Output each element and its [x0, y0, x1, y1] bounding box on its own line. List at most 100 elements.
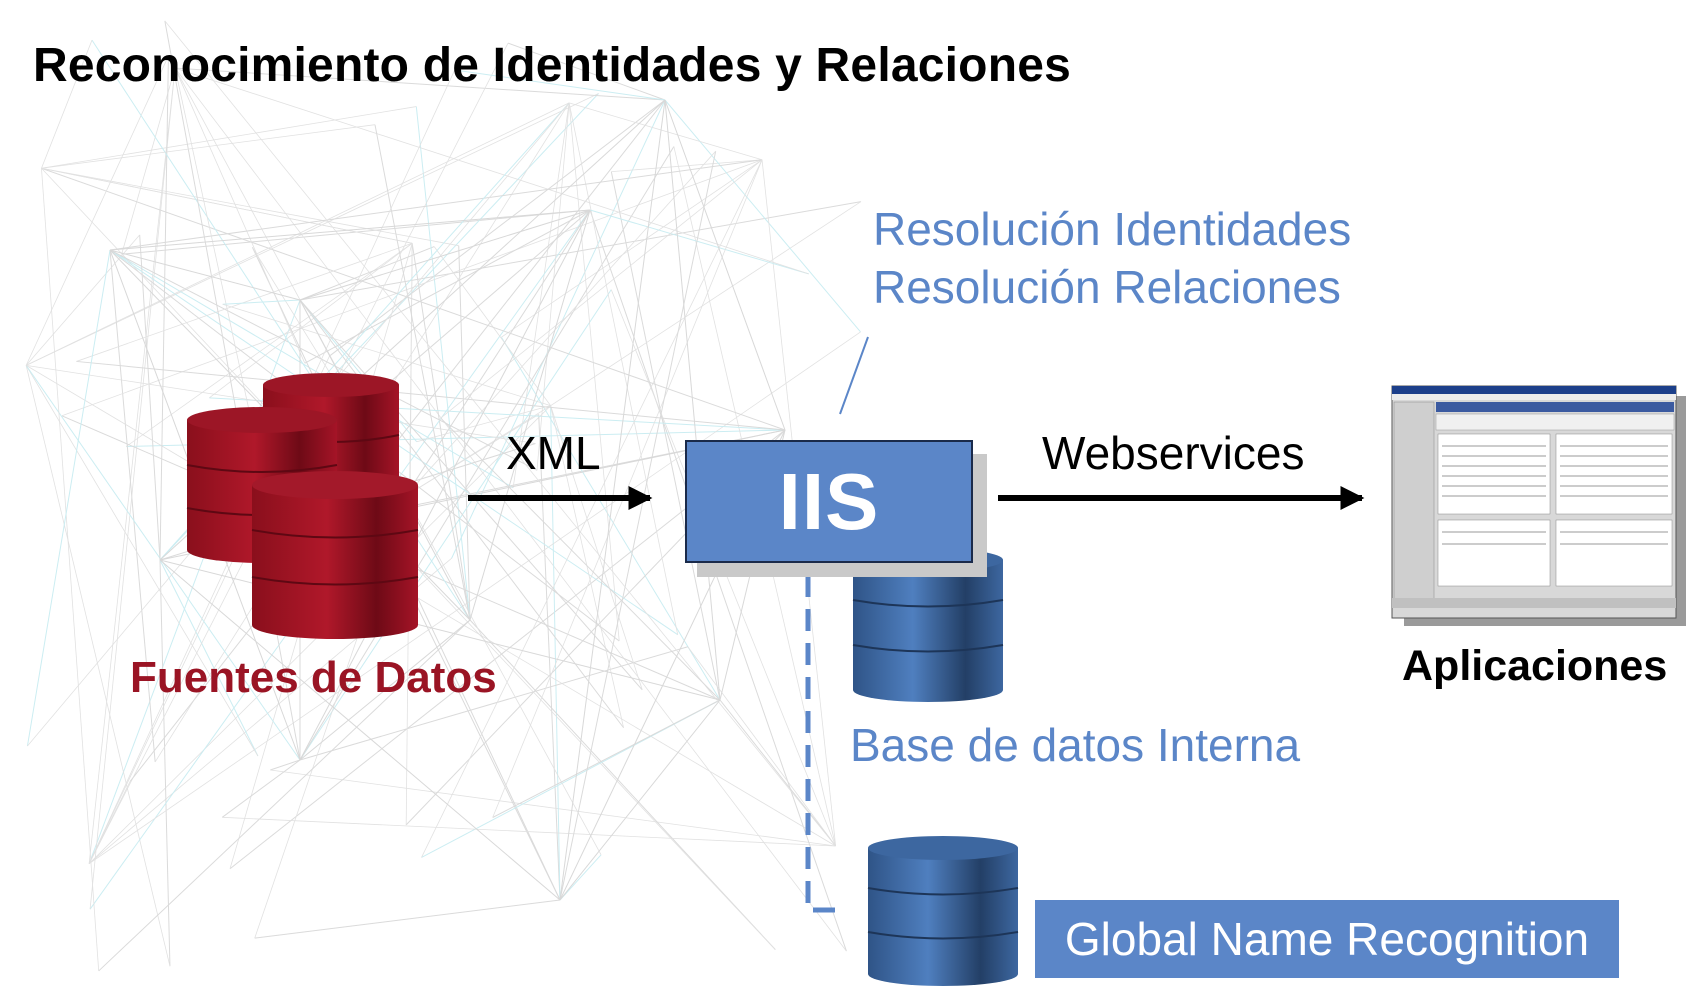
network-edge [611, 159, 763, 173]
network-edge [41, 167, 786, 431]
network-edge [88, 68, 176, 864]
network-edge [109, 209, 591, 251]
network-edge [109, 159, 763, 251]
network-edge [559, 151, 717, 901]
network-edge [440, 159, 763, 419]
callout-line [839, 336, 869, 415]
network-edge [492, 159, 763, 818]
network-edge [76, 360, 786, 431]
network-edge [568, 102, 679, 635]
network-edge [664, 99, 786, 431]
network-edge [405, 405, 551, 497]
network-edge [175, 67, 666, 101]
network-edge [433, 246, 551, 406]
network-edge [89, 68, 176, 910]
network-edge [109, 249, 156, 762]
application-screenshot-icon [1391, 385, 1686, 626]
network-edge [139, 234, 161, 561]
network-edge [270, 759, 301, 771]
network-edge [41, 168, 100, 971]
network-edge [25, 365, 836, 847]
network-edge [76, 242, 413, 362]
network-edge [25, 365, 259, 757]
network-edge [536, 102, 570, 471]
network-edge [299, 201, 862, 301]
network-edge [299, 646, 688, 761]
gnr-dashed-connector [805, 575, 840, 913]
network-edge [374, 124, 471, 621]
data-sources-label: Fuentes de Datos [130, 653, 497, 702]
network-edge [500, 336, 721, 701]
network-edge [550, 405, 643, 690]
network-edge [26, 249, 111, 747]
network-edge [501, 159, 763, 338]
iis-label: IIS [778, 456, 880, 546]
network-edge [664, 99, 861, 333]
gnr-database-icon [867, 836, 1019, 986]
network-edge [164, 20, 836, 847]
network-edge [469, 619, 776, 950]
network-edge [270, 769, 836, 847]
network-edge [405, 150, 716, 497]
network-edge [687, 646, 836, 847]
network-edge [221, 759, 301, 818]
network-edge [299, 209, 591, 301]
network-edge [507, 42, 666, 101]
network-edge [569, 102, 763, 161]
network-edge [550, 201, 862, 407]
network-edge [109, 249, 301, 301]
network-edge [664, 99, 721, 701]
network-edge [451, 99, 666, 559]
network-edge [254, 899, 561, 939]
network-edge [174, 67, 809, 275]
network-edge [329, 99, 666, 357]
network-edge [109, 249, 538, 471]
network-edge [222, 299, 301, 305]
network-edge [299, 209, 591, 761]
network-edge [109, 249, 514, 489]
network-edge [121, 67, 176, 255]
network-edge [559, 699, 721, 901]
network-edge [159, 559, 259, 757]
network-edge [559, 854, 602, 901]
network-edge [25, 55, 169, 366]
network-edge [25, 234, 140, 366]
red-database-icon-front [251, 471, 419, 639]
resolution-labels: Resolución Identidades Resolución Relaci… [873, 200, 1351, 316]
network-edge [304, 209, 591, 364]
network-edge [41, 40, 93, 169]
network-edge [454, 69, 666, 101]
network-edge [41, 106, 417, 169]
network-edge [405, 495, 602, 855]
network-edge [25, 93, 599, 366]
network-edge [299, 619, 471, 761]
iis-box: IIS [685, 440, 973, 563]
network-edge [469, 209, 591, 621]
gnr-box: Global Name Recognition [1035, 900, 1619, 978]
network-edge [41, 167, 413, 244]
network-edge [126, 242, 413, 447]
network-edge [610, 171, 721, 701]
network-edge [88, 331, 861, 865]
network-edge [174, 67, 847, 952]
network-edge [159, 55, 169, 561]
network-edge [589, 209, 847, 952]
network-edge [222, 816, 836, 847]
network-edge [159, 559, 561, 901]
network-edge [416, 405, 551, 443]
network-edge [440, 417, 721, 701]
network-edge [25, 365, 171, 967]
network-edge [492, 699, 721, 818]
network-edge [568, 102, 620, 642]
network-edge [164, 20, 301, 761]
network-edge [41, 124, 376, 169]
network-edge [411, 243, 471, 621]
network-edge [299, 299, 624, 729]
network-edge [550, 405, 624, 728]
resolution-identities-label: Resolución Identidades [873, 203, 1352, 255]
applications-label: Aplicaciones [1402, 642, 1668, 690]
network-edge [159, 559, 171, 967]
resolution-relations-label: Resolución Relaciones [873, 261, 1341, 313]
network-edge [88, 781, 131, 864]
network-edge [98, 619, 471, 972]
